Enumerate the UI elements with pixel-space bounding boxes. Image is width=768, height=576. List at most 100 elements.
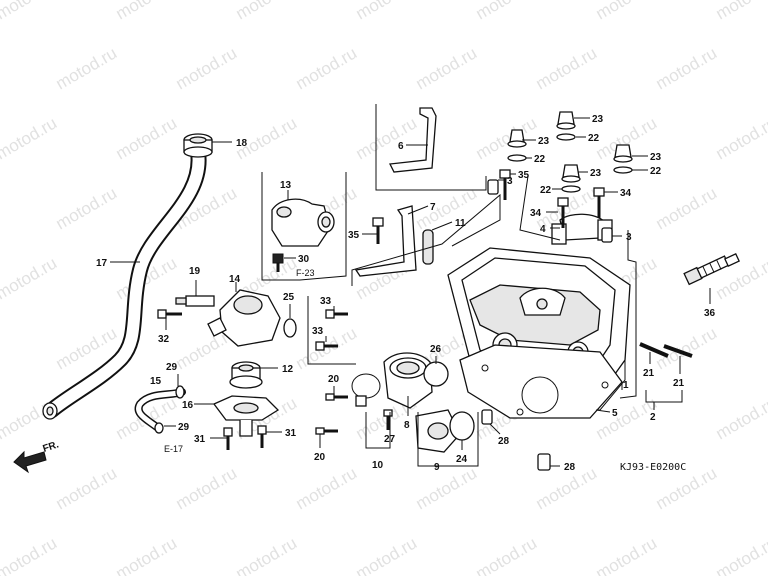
callout-3: 3	[626, 232, 632, 243]
callout-21: 21	[673, 378, 685, 389]
bolt	[325, 309, 348, 319]
watermark-text: motod.ru	[653, 323, 721, 373]
callout-4: 4	[540, 224, 546, 235]
watermark-text: motod.ru	[713, 113, 768, 163]
watermark-text: motod.ru	[173, 463, 241, 513]
insulator	[415, 409, 461, 453]
group-box-10	[365, 412, 391, 449]
group-box-6	[375, 104, 487, 191]
callout-31: 31	[285, 428, 297, 439]
bolt	[557, 197, 569, 228]
callout-32: 32	[158, 334, 170, 345]
watermark-text: motod.ru	[653, 43, 721, 93]
dowel-pin	[537, 453, 551, 471]
hose-clip	[175, 385, 185, 399]
callout-25: 25	[283, 292, 295, 303]
intake-pipe	[383, 352, 433, 409]
callout-26: 26	[430, 344, 442, 355]
watermark-text: motod.ru	[0, 0, 60, 23]
head-gasket	[459, 344, 623, 419]
callout-24: 24	[456, 454, 468, 465]
watermark-text: motod.ru	[53, 463, 121, 513]
callout-16: 16	[182, 400, 194, 411]
callout-6: 6	[398, 141, 404, 152]
group-box-1	[619, 230, 637, 399]
o-ring	[423, 361, 449, 387]
watermark-text: motod.ru	[473, 113, 541, 163]
callout-22: 22	[588, 133, 600, 144]
watermark-text: motod.ru	[53, 183, 121, 233]
callout-22: 22	[534, 154, 546, 165]
thermostat	[229, 361, 263, 389]
bolt	[257, 425, 267, 448]
watermark-text: motod.ru	[593, 0, 661, 23]
washer	[613, 166, 633, 174]
watermark-text: motod.ru	[113, 0, 181, 23]
stud-bolt	[663, 344, 693, 358]
watermark-text: motod.ru	[0, 533, 60, 576]
watermark-text: motod.ru	[0, 113, 60, 163]
watermark-text: motod.ru	[233, 0, 301, 23]
callout-2: 2	[650, 412, 656, 423]
dowel-pin	[487, 179, 499, 195]
nut	[613, 144, 633, 163]
dowel-pin	[601, 227, 613, 243]
watermark-text: motod.ru	[713, 533, 768, 576]
diagram-code: KJ93-E0200C	[620, 462, 686, 473]
screw	[315, 427, 338, 435]
watermark-text: motod.ru	[0, 253, 60, 303]
callout-34: 34	[530, 208, 542, 219]
front-direction-arrow	[13, 450, 47, 474]
direction-label: FR.	[42, 439, 61, 455]
callout-28: 28	[498, 436, 510, 447]
callout-11: 11	[455, 218, 466, 229]
nut	[556, 111, 576, 130]
watermark-text: motod.ru	[53, 43, 121, 93]
watermark-text: motod.ru	[533, 43, 601, 93]
callout-14: 14	[229, 274, 241, 285]
callout-17: 17	[96, 258, 108, 269]
callout-27: 27	[384, 434, 396, 445]
bracket	[389, 107, 437, 173]
callout-12: 12	[282, 364, 294, 375]
chain-guide	[354, 205, 417, 277]
watermark-text: motod.ru	[413, 43, 481, 93]
washer	[507, 154, 527, 162]
callout-8: 8	[404, 420, 410, 431]
callout-23: 23	[650, 152, 662, 163]
callout-3: 3	[507, 176, 513, 187]
callout-5: 5	[612, 408, 618, 419]
callout-22: 22	[540, 185, 552, 196]
callout-7: 7	[430, 202, 436, 213]
callout-28: 28	[564, 462, 576, 473]
watermark-text: motod.ru	[113, 113, 181, 163]
watermark-text: motod.ru	[593, 533, 661, 576]
stud-bolt	[639, 342, 669, 358]
watermark-text: motod.ru	[113, 533, 181, 576]
hose-clip	[154, 422, 164, 434]
watermark-text: motod.ru	[353, 113, 421, 163]
callout-29: 29	[178, 422, 190, 433]
temperature-sensor	[175, 295, 215, 307]
screw	[383, 409, 393, 430]
group-box-34	[519, 175, 561, 241]
group-box-13	[261, 172, 347, 281]
watermark-text: motod.ru	[413, 463, 481, 513]
watermark-text: motod.ru	[473, 0, 541, 23]
bypass-hose	[134, 388, 186, 432]
watermark-text: motod.ru	[473, 533, 541, 576]
bolt	[315, 341, 338, 351]
callout-33: 33	[312, 326, 324, 337]
group-box-21	[645, 390, 683, 403]
nut	[507, 129, 527, 148]
washer	[556, 133, 576, 141]
reference-f23: F-23	[296, 268, 315, 278]
watermark-text: motod.ru	[353, 533, 421, 576]
screw	[272, 253, 284, 272]
callout-20: 20	[314, 452, 326, 463]
callout-10: 10	[372, 460, 384, 471]
watermark-text: motod.ru	[713, 393, 768, 443]
watermark-text: motod.ru	[653, 183, 721, 233]
dowel-pin	[481, 409, 493, 425]
